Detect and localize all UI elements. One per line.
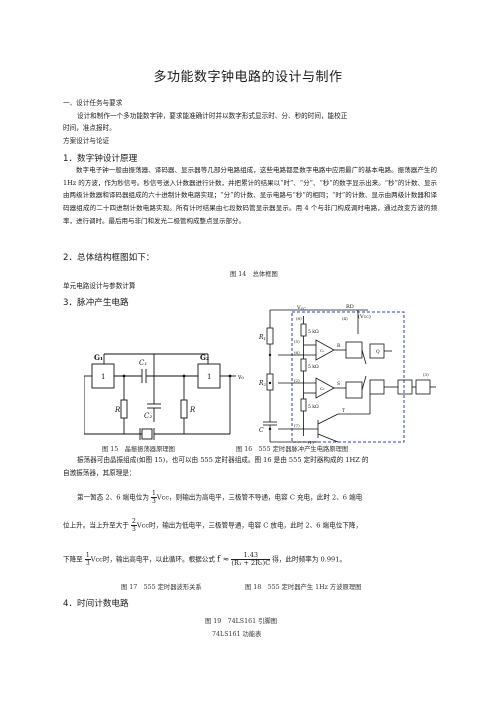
resistor-r-right [180,399,188,419]
figure-15-caption: 图 15 晶振振荡器原理图 [102,446,175,453]
transistor-t: T [342,408,345,414]
c1-label: C₁ [139,359,147,367]
heading-time-counter: 4．时间计数电路 [63,599,129,609]
heading-block-diagram: 2．总体结构框图如下： [63,253,155,263]
paragraph-oscillator-a: 振荡器可由晶振组成(如图 15)，也可以由 555 定时器组成。图 16 是由 … [77,456,369,464]
pin5-label: (5) [294,339,300,344]
latch-s: S [337,381,340,387]
resistor-r1 [266,327,274,345]
section-1-text-a: 设计和制作一个多功能数字钟，要求能准确计时并以数字形式显示时、分、秒的时间，能校… [77,112,348,120]
section-3-heading: 单元电路设计与参数计算 [63,282,136,290]
pin4-label: (4) [342,316,348,321]
res-5k-1: 5 kΩ [308,329,319,335]
crystal-element [141,428,153,440]
pin2-label: (2) [294,378,300,383]
r-left-label: R [114,406,121,414]
g2-gate-text: 1 [207,373,211,381]
comparator-c2: C₂ [320,386,325,391]
figure-17-caption: 图 17 555 定时器波形关系 [121,584,202,591]
vcc-label: VCC [296,305,306,311]
paragraph-oscillator-b: 自激振荡器，其原理是： [63,469,136,477]
pin1-label: (1) [308,440,314,445]
res-5k-3: 5 kΩ [308,404,319,410]
g2-label: G₂ [200,353,209,362]
timer-555-diagram: VCC R̄D (VCC) (8) (4) 5 kΩ 5 kΩ 5 kΩ (5)… [258,304,436,445]
c2-label: C₂ [144,412,152,420]
r1-label: R1 [258,334,266,341]
latch-r: R [337,343,341,349]
vcc-ref-label: (VCC) [358,313,371,320]
pin7-label: (7) [294,423,300,428]
figure-14-caption: 图 14 总体框图 [230,271,278,278]
heading-pulse-circuit: 3．脉冲产生电路 [63,298,129,308]
output-label: v₀ [237,374,244,381]
res-5k-2: 5 kΩ [308,364,319,370]
crystal-oscillator-diagram: G₁ G₂ 1 1 C₁ C₂ R R v₀ [84,353,244,440]
pin8-label: (8) [296,316,302,321]
figure-19-caption: 图 19 74LS161 引脚图 [205,618,278,625]
figure-18-caption: 图 18 555 定时器产生 1Hz 方波原理图 [245,584,362,591]
section-1-text-b: 时间，准点报时。 [63,124,116,132]
section-2-heading: 方案设计与论证 [63,137,110,145]
g1-gate-text: 1 [101,373,105,381]
pin3-label: (3) [423,372,429,377]
g1-label: G₁ [94,353,103,362]
latch-q: Q [376,349,380,355]
ic-boundary [291,311,405,443]
section-1-heading: 一、设计任务与要求 [63,99,123,107]
heading-clock-principle: 1．数字钟设计原理 [63,154,138,164]
table-74ls161-caption: 74LS161 功能表 [212,631,262,638]
r2-label: R2 [258,380,267,387]
document-title: 多功能数字钟电路的设计与制作 [153,70,343,85]
paragraph-principle: 数字电子钟一般由振荡器、译码器、显示器等几部分电路组成，这些电路都是数字电路中应… [63,166,437,225]
c-label: C [259,427,264,434]
pin6-label: (6) [294,350,300,355]
figure-16-caption: 图 16 555 定时器脉冲产生电路原理图 [236,446,349,453]
rd-label: R̄D [346,304,354,310]
resistor-r-left [120,399,128,419]
comparator-c1: C₁ [320,348,325,353]
r-right-label: R [189,406,196,414]
